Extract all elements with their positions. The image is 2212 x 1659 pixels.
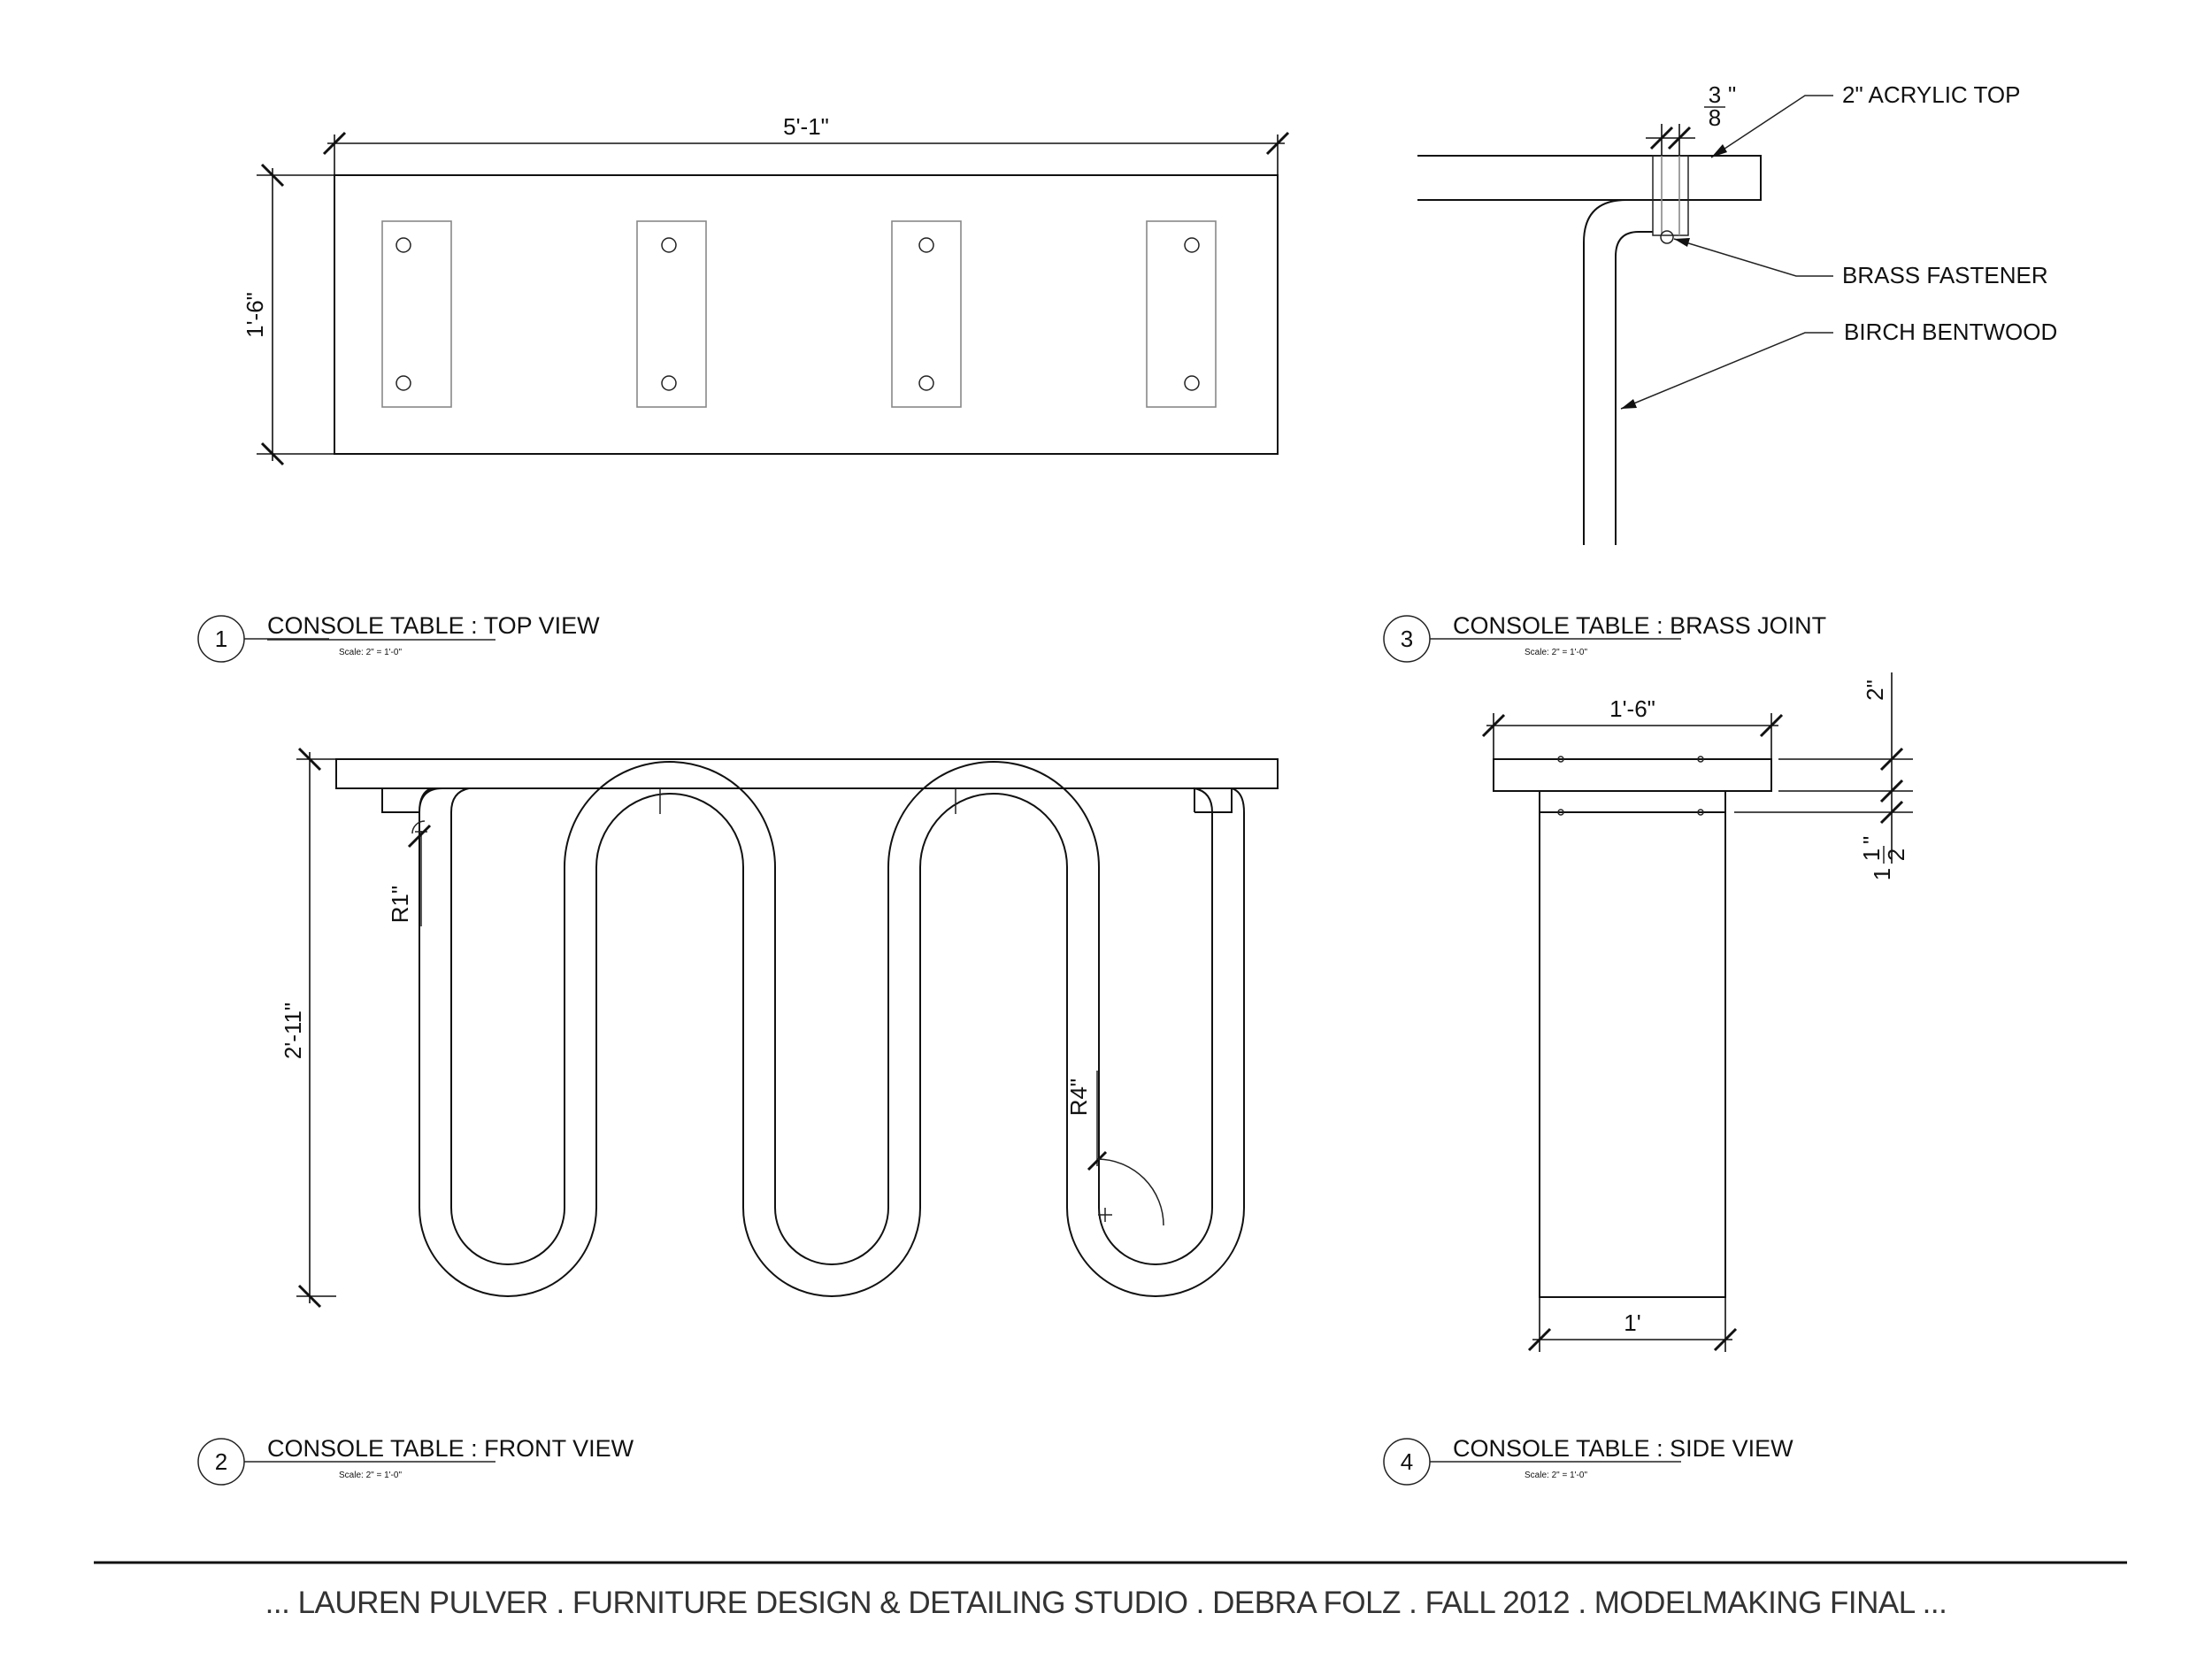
view-number: 3 [1401,626,1413,652]
bentwood-outer-profile [419,787,1245,1297]
brass-fastener [1652,155,1689,236]
acrylic-top-section [1417,155,1762,201]
width-dimension [322,131,1290,175]
joint-thickness-quote: " [1728,81,1736,108]
front-height-label: 2'-11" [280,1002,306,1059]
depth-dimension [257,163,334,466]
side-view-drawing: 1'-6" 1' 2" 1 1 2 " [1481,672,1913,1352]
view-title-1: 1 CONSOLE TABLE : TOP VIEW Scale: 2" = 1… [197,612,600,663]
side-top-slab [1493,758,1772,792]
left-bracket [381,788,419,813]
view-scale: Scale: 2" = 1'-0" [339,1471,402,1480]
brass-fastener-callout: BRASS FASTENER [1842,262,2048,288]
brass-plate [636,220,707,408]
bentwood-leader [1620,332,1833,410]
radius-large-marker [1087,1071,1164,1226]
footer-credit: ... LAUREN PULVER . FURNITURE DESIGN & D… [265,1586,1947,1620]
view-title: CONSOLE TABLE : FRONT VIEW [267,1435,634,1462]
side-vertical-dimensions [1734,672,1913,864]
height-dimension [296,747,336,1309]
brass-plate [381,220,452,408]
view-title: CONSOLE TABLE : TOP VIEW [267,612,600,639]
view-title-3: 3 CONSOLE TABLE : BRASS JOINT Scale: 2" … [1383,612,1826,663]
radius-small-marker [407,820,432,926]
joint-thickness-numerator: 3 [1709,81,1721,108]
side-spacer-denominator: 2 [1883,849,1909,861]
side-spacer-fraction: 1 1 2 " [1858,836,1909,880]
birch-bentwood-callout: BIRCH BENTWOOD [1844,319,2057,345]
view-scale: Scale: 2" = 1'-0" [1525,1471,1587,1480]
view-scale: Scale: 2" = 1'-0" [339,648,402,657]
side-leg [1539,790,1726,1298]
front-view-drawing: R1" R4" 2'-11" [280,747,1279,1309]
side-base-dimension [1527,1297,1738,1352]
side-spacer-quote: " [1858,836,1885,844]
radius-small-label: R1" [387,886,413,923]
right-bracket [1194,788,1233,813]
view-title: CONSOLE TABLE : SIDE VIEW [1453,1435,1793,1462]
bentwood-inner-profile [450,761,1213,1265]
side-depth-label: 1'-6" [1609,695,1655,722]
joint-thickness-dimension [1646,106,1725,156]
view-number: 4 [1401,1448,1413,1475]
top-depth-label: 1'-6" [242,292,268,338]
side-depth-dimension [1481,713,1784,759]
brass-plate [891,220,962,408]
brass-joint-drawing: 3 " 8 2" ACRYLIC TOP BRASS FASTENER BIRC… [1417,81,2057,545]
top-view-drawing: 5'-1" 1'-6" [242,113,1290,466]
front-top-slab [335,758,1279,789]
bentwood-section [1583,199,1653,545]
top-width-label: 5'-1" [783,113,829,140]
brass-fastener-leader [1673,238,1833,277]
side-base-label: 1' [1624,1310,1640,1336]
side-top-thickness-label: 2" [1862,680,1888,701]
view-scale: Scale: 2" = 1'-0" [1525,648,1587,657]
side-spacer-numerator: 1 [1858,849,1885,861]
acrylic-top-callout: 2" ACRYLIC TOP [1842,81,2020,108]
radius-large-label: R4" [1065,1079,1092,1116]
view-title: CONSOLE TABLE : BRASS JOINT [1453,612,1826,639]
side-spacer [1539,790,1726,813]
table-top-outline [334,174,1279,455]
view-title-4: 4 CONSOLE TABLE : SIDE VIEW Scale: 2" = … [1383,1435,1793,1486]
view-title-2: 2 CONSOLE TABLE : FRONT VIEW Scale: 2" =… [197,1435,634,1486]
acrylic-top-leader [1710,95,1833,158]
brass-plate [1146,220,1217,408]
view-number: 2 [215,1448,227,1475]
side-spacer-whole: 1 [1869,868,1895,880]
joint-thickness-denominator: 8 [1709,104,1721,131]
view-number: 1 [215,626,227,652]
